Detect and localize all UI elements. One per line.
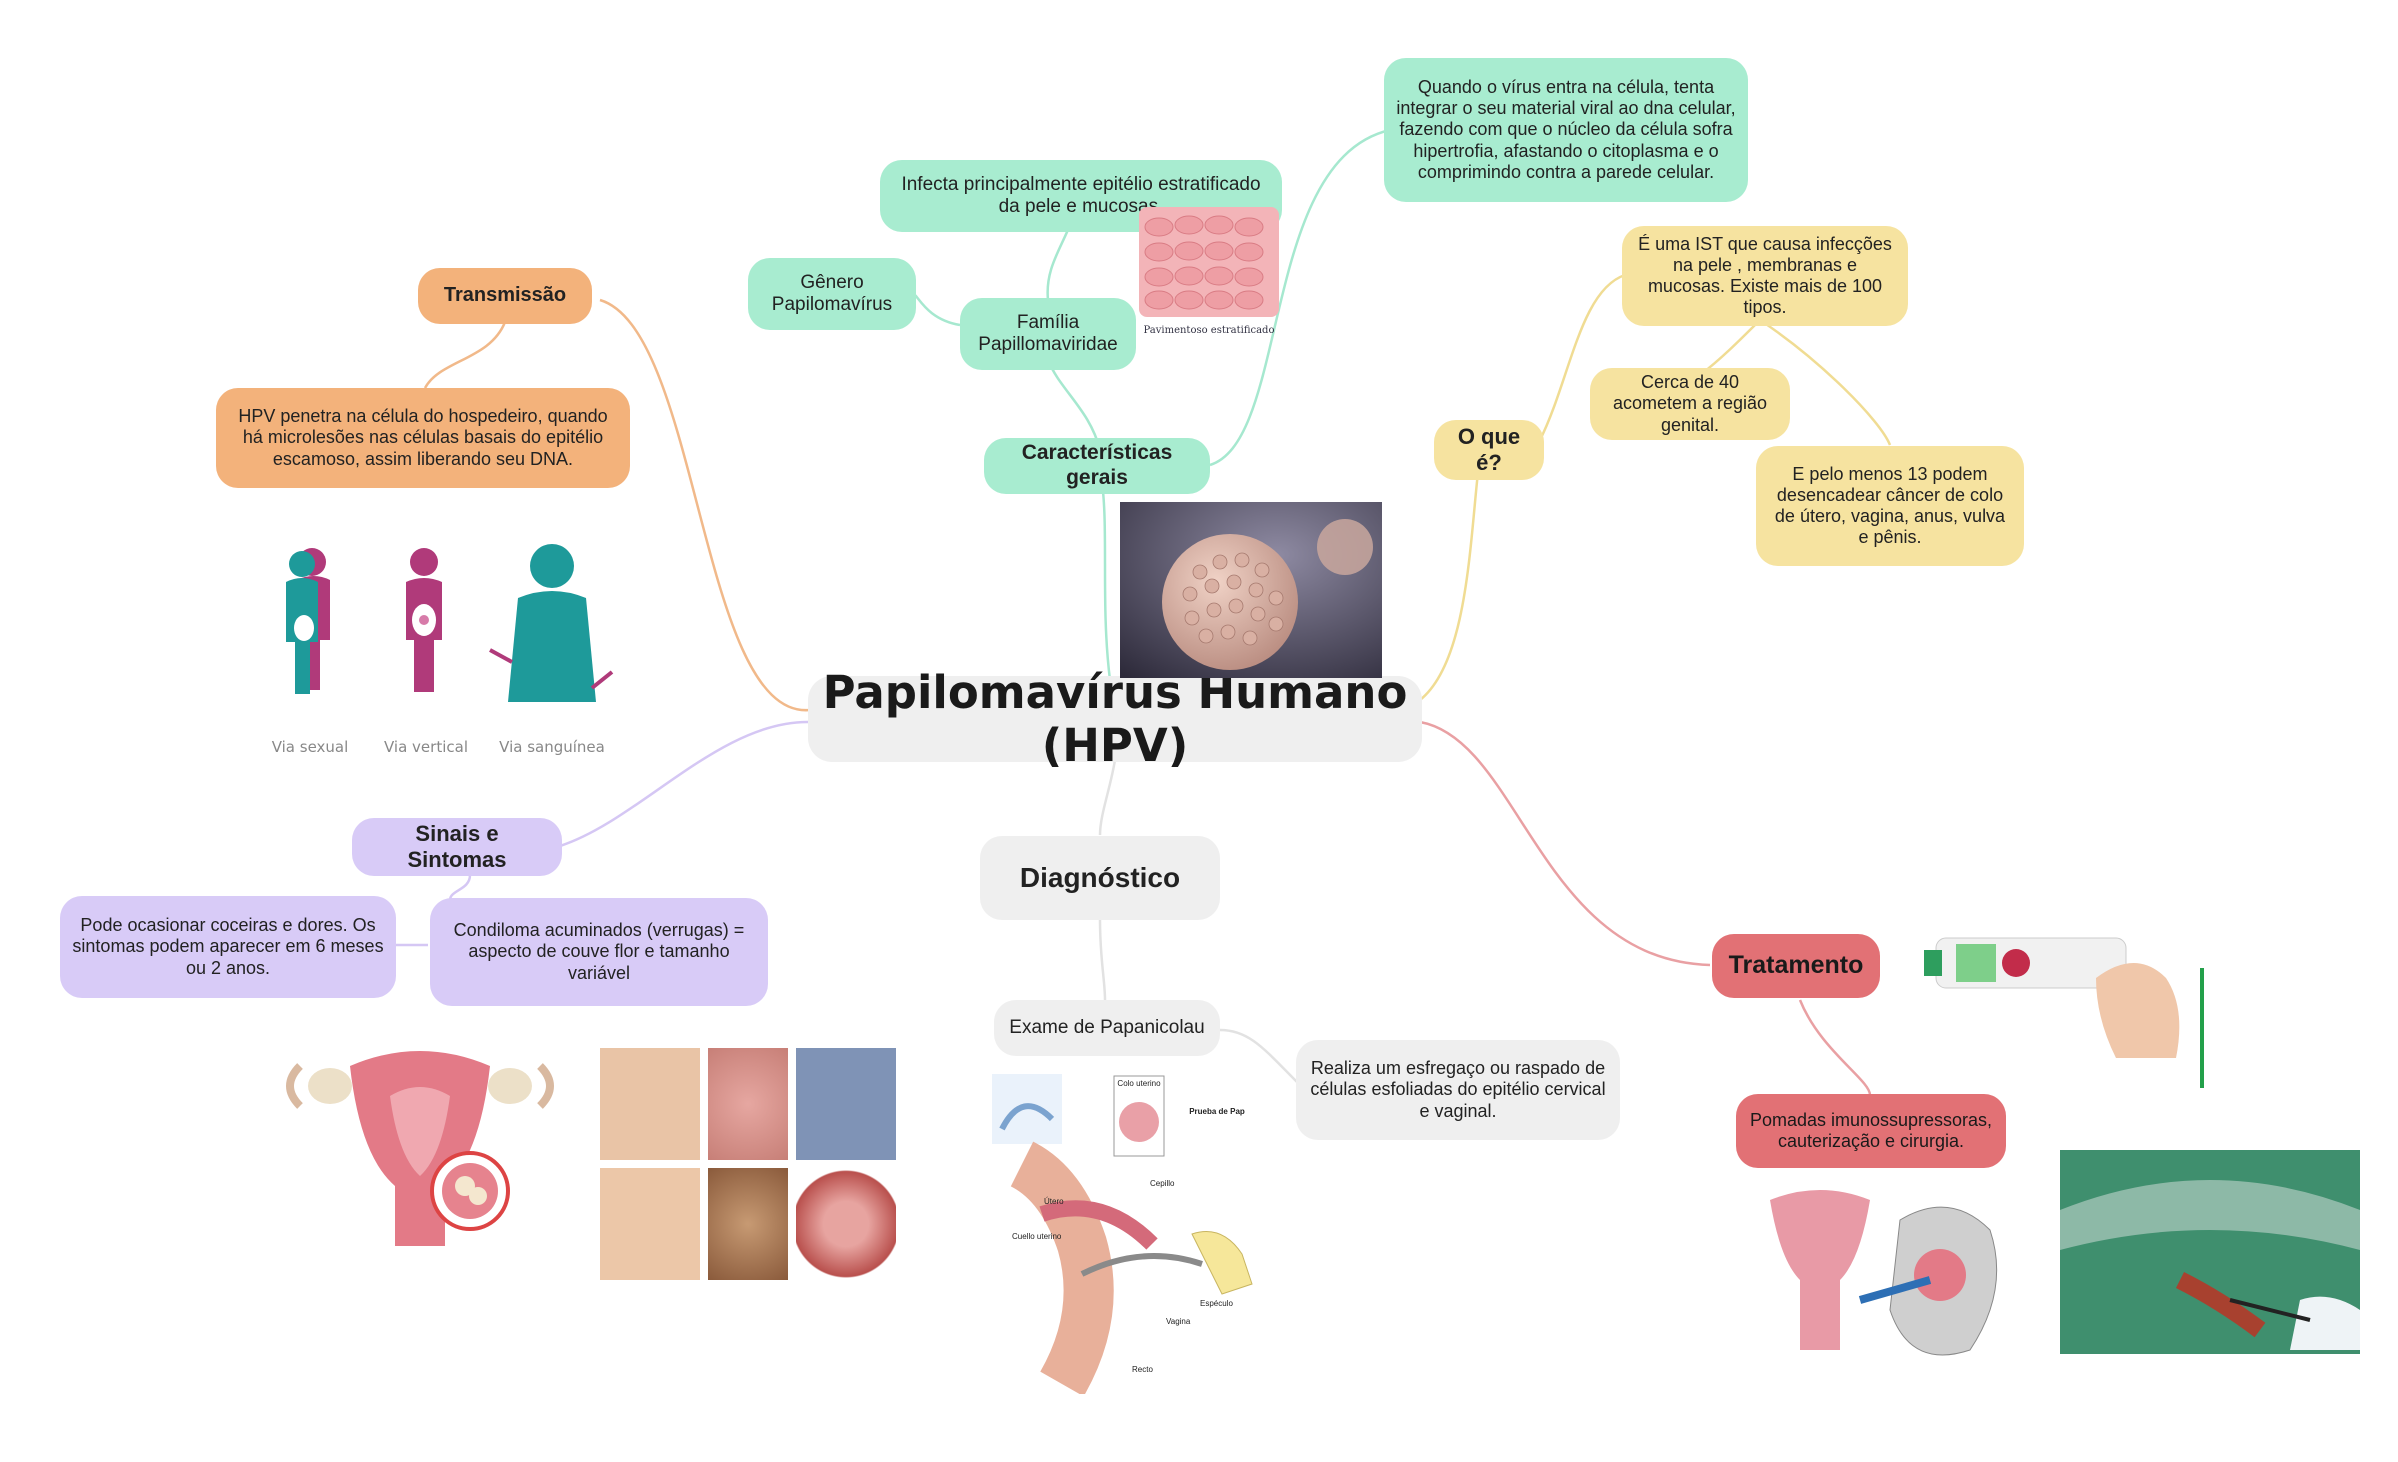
- diagnostico-title: Diagnóstico: [1019, 862, 1181, 894]
- coceiras-node[interactable]: Pode ocasionar coceiras e dores. Os sint…: [60, 896, 396, 998]
- uterus-illustration: [286, 1051, 554, 1246]
- pap-label-recto: Recto: [1132, 1365, 1153, 1374]
- link-familia-infecta: [1046, 224, 1072, 301]
- link-sinais-condiloma: [448, 874, 472, 901]
- transmissao-desc-node[interactable]: HPV penetra na célula do hospedeiro, qua…: [216, 388, 630, 488]
- caracteristicas-title: Características gerais: [1021, 441, 1173, 489]
- via-sexual-icon: [286, 548, 330, 694]
- pap-label-colo: Colo uterino: [1117, 1079, 1161, 1088]
- link-caracteristicas-familia: [1046, 359, 1102, 451]
- genero-text: Gênero Papilomavírus: [771, 271, 893, 315]
- ist-node[interactable]: É uma IST que causa infecções na pele , …: [1622, 226, 1908, 326]
- condiloma-text: Condiloma acuminados (verrugas) = aspect…: [453, 920, 745, 983]
- transmissao-title: Transmissão: [443, 284, 567, 307]
- condiloma-node[interactable]: Condiloma acuminados (verrugas) = aspect…: [430, 898, 768, 1006]
- familia-text: Família Papillomaviridae: [978, 311, 1118, 355]
- via-label-2: Via sanguínea: [499, 738, 605, 756]
- diagnostico-node[interactable]: Diagnóstico: [980, 836, 1220, 920]
- exame-node[interactable]: Exame de Papanicolau: [994, 1000, 1220, 1056]
- central-topic[interactable]: Papilomavírus Humano (HPV): [808, 666, 1422, 772]
- infecta-text: Infecta principalmente epitélio estratif…: [901, 173, 1261, 217]
- link-central-tratamento: [1419, 720, 1711, 967]
- link-central-caracteristicas: [1098, 469, 1112, 681]
- ointment-tube-image: [1924, 937, 2204, 1088]
- link-ist-genital: [1699, 319, 1761, 376]
- pap-label-prova: Prueba de Pap: [1189, 1107, 1245, 1116]
- transmissao-desc: HPV penetra na célula do hospedeiro, qua…: [238, 406, 608, 469]
- oquee-node[interactable]: O que é?: [1434, 420, 1544, 480]
- cauterization-illustration: [1770, 1190, 1998, 1356]
- condyloma-photo-6: [796, 1168, 896, 1280]
- familia-node[interactable]: Família Papillomaviridae: [960, 298, 1136, 370]
- realiza-text: Realiza um esfregaço ou raspado de célul…: [1310, 1058, 1606, 1121]
- link-oquee-ist: [1538, 273, 1626, 441]
- via-sanguinea-icon: [489, 544, 614, 702]
- via-label-0: Via sexual: [272, 738, 349, 756]
- tratamento-desc-node[interactable]: Pomadas imunossupressoras, cauterização …: [1736, 1094, 2006, 1168]
- link-central-oquee: [1419, 454, 1482, 701]
- exame-text: Exame de Papanicolau: [1009, 1016, 1205, 1038]
- link-central-transmissao: [599, 298, 811, 712]
- virus-image: [1120, 502, 1382, 678]
- pap-label-utero: Útero: [1044, 1197, 1064, 1206]
- transmissao-node[interactable]: Transmissão: [418, 268, 592, 324]
- condyloma-photo-4: [600, 1168, 700, 1280]
- condyloma-photo-2: [708, 1048, 788, 1160]
- link-familia-genero: [914, 294, 961, 327]
- cancer-node[interactable]: E pelo menos 13 podem desencadear câncer…: [1756, 446, 2024, 566]
- surgery-photo: [2060, 1150, 2360, 1354]
- tratamento-desc: Pomadas imunossupressoras, cauterização …: [1749, 1109, 1993, 1151]
- link-caracteristicas-integra: [1209, 128, 1391, 467]
- epithelium-image: Pavimentoso estratificado: [1139, 207, 1279, 336]
- transmission-icons: Via sexual Via vertical Via sanguínea: [272, 544, 614, 756]
- oquee-title: O que é?: [1457, 424, 1521, 475]
- pap-label-vagina: Vagina: [1166, 1317, 1191, 1326]
- cancer-text: E pelo menos 13 podem desencadear câncer…: [1774, 463, 2006, 548]
- epithelium-label: Pavimentoso estratificado: [1144, 325, 1275, 336]
- via-vertical-icon: [406, 548, 442, 692]
- link-exame-realiza: [1219, 1028, 1301, 1086]
- pap-label-cepillo: Cepillo: [1150, 1179, 1175, 1188]
- tratamento-title: Tratamento: [1728, 951, 1864, 980]
- pap-label-espejo: Espéculo: [1200, 1299, 1233, 1308]
- genital-node[interactable]: Cerca de 40 acometem a região genital.: [1590, 368, 1790, 440]
- realiza-node[interactable]: Realiza um esfregaço ou raspado de célul…: [1296, 1040, 1620, 1140]
- ist-text: É uma IST que causa infecções na pele , …: [1638, 233, 1892, 318]
- tratamento-node[interactable]: Tratamento: [1712, 934, 1880, 998]
- genital-text: Cerca de 40 acometem a região genital.: [1612, 372, 1768, 435]
- via-label-1: Via vertical: [384, 738, 468, 756]
- link-diagnostico-exame: [1098, 919, 1107, 1001]
- link-ist-cancer: [1759, 318, 1892, 446]
- link-central-diagnostico: [1098, 759, 1117, 836]
- condyloma-photo-5: [708, 1168, 788, 1280]
- central-topic-title: Papilomavírus Humano (HPV): [822, 665, 1408, 772]
- sinais-node[interactable]: Sinais e Sintomas: [352, 818, 562, 876]
- sinais-title: Sinais e Sintomas: [407, 821, 507, 872]
- link-tratamento-desc: [1798, 999, 1872, 1096]
- condyloma-photo-1: [600, 1048, 700, 1160]
- pap-label-cuello: Cuello uterino: [1012, 1232, 1062, 1241]
- genero-node[interactable]: Gênero Papilomavírus: [748, 258, 916, 330]
- integra-text: Quando o vírus entra na célula, tenta in…: [1396, 76, 1736, 182]
- caracteristicas-node[interactable]: Características gerais: [984, 438, 1210, 494]
- condyloma-photo-3: [796, 1048, 896, 1160]
- integra-node[interactable]: Quando o vírus entra na célula, tenta in…: [1384, 58, 1748, 202]
- link-transmissao-desc: [423, 321, 507, 389]
- link-central-sinais: [559, 720, 811, 848]
- coceiras-text: Pode ocasionar coceiras e dores. Os sint…: [72, 915, 384, 978]
- pap-smear-illustration: Colo uterino Prueba de Pap Cepillo Útero…: [992, 1074, 1253, 1394]
- condyloma-photo-grid: [600, 1048, 896, 1284]
